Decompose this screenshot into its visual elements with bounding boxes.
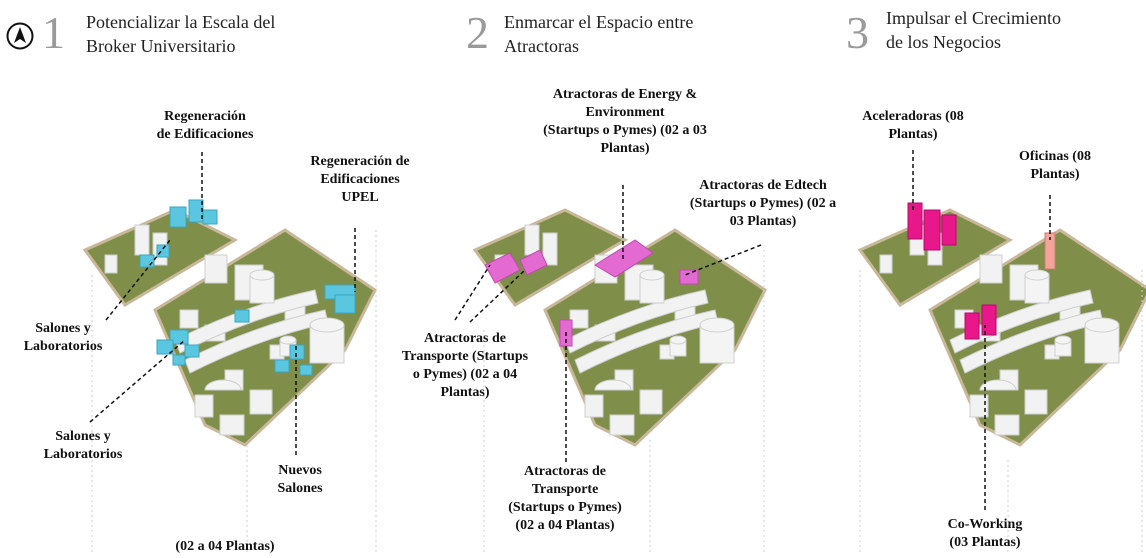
label-aceleradoras: Aceleradoras (08 Plantas) — [838, 108, 988, 144]
label-line: Laboratorios — [43, 447, 123, 462]
label-line: Salones y — [55, 429, 111, 444]
label-line: (Startups o Pymes) — [508, 500, 622, 515]
label-line: 03 Plantas) — [729, 214, 797, 229]
label-regeneracion-upel: Regeneración de Edificaciones UPEL — [285, 153, 435, 207]
label-nuevos-salones: Nuevos Salones — [255, 462, 345, 498]
panel-1-title-line: Potencializar la Escala del — [86, 12, 276, 32]
label-line: UPEL — [341, 190, 379, 205]
panel-1-number: 1 — [42, 7, 65, 58]
label-line: Transporte (Startups — [401, 349, 529, 364]
north-arrow-icon — [6, 22, 34, 50]
panel-2-title-line: Enmarcar el Espacio entre — [504, 12, 694, 32]
label-line: (03 Plantas) — [949, 535, 1021, 550]
label-line: (Startups o Pymes) (02 a — [689, 196, 837, 211]
label-salones-laboratorios-1: Salones y Laboratorios — [8, 320, 118, 356]
label-line: Plantas) — [888, 127, 938, 142]
label-line: Environment — [585, 105, 665, 120]
label-line: Transporte — [531, 482, 599, 497]
label-line: Edificaciones — [320, 172, 400, 187]
label-line: Plantas) — [440, 385, 490, 400]
label-regeneracion-edificaciones: Regeneración de Edificaciones — [130, 108, 280, 144]
label-line: Co-Working — [947, 517, 1023, 532]
label-line: Regeneración de — [310, 154, 410, 169]
label-line: (02 a 04 Plantas) — [175, 539, 275, 554]
label-line: Atractoras de Edtech — [699, 178, 827, 193]
panel-1-title-line: Broker Universitario — [86, 36, 236, 56]
label-co-working: Co-Working (03 Plantas) — [925, 516, 1045, 552]
label-line: (Startups o Pymes) (02 a 03 — [543, 123, 707, 138]
label-line: (02 a 04 Plantas) — [515, 518, 615, 533]
label-oficinas: Oficinas (08 Plantas) — [995, 148, 1115, 184]
label-line: Oficinas (08 — [1019, 149, 1091, 164]
label-line: Atractoras de — [423, 331, 507, 346]
panel-3-title-line: Impulsar el Crecimiento — [886, 8, 1061, 28]
label-line: o Pymes) (02 a 04 — [412, 367, 518, 382]
panel-3-number: 3 — [846, 7, 869, 58]
label-line: Plantas) — [1030, 167, 1080, 182]
label-line: de Edificaciones — [156, 127, 254, 142]
panel-3-title-line: de los Negocios — [886, 32, 1001, 52]
label-line: Aceleradoras (08 — [862, 109, 964, 124]
panel-2-number: 2 — [466, 7, 489, 58]
label-atractoras-transporte-1: Atractoras de Transporte (Startups o Pym… — [390, 330, 540, 402]
label-line: Regeneración — [164, 109, 246, 124]
label-salones-laboratorios-2: Salones y Laboratorios — [28, 428, 138, 464]
label-plantas-panel-1: (02 a 04 Plantas) — [150, 538, 300, 556]
label-line: Laboratorios — [23, 339, 103, 354]
label-line: Atractoras de — [523, 464, 607, 479]
label-atractoras-transporte-2: Atractoras de Transporte (Startups o Pym… — [480, 463, 650, 535]
panel-2-title: Enmarcar el Espacio entre Atractoras — [504, 10, 764, 58]
label-line: Salones y — [35, 321, 91, 336]
panel-2-title-line: Atractoras — [504, 36, 579, 56]
panel-1-title: Potencializar la Escala del Broker Unive… — [86, 10, 346, 58]
panel-3-title: Impulsar el Crecimiento de los Negocios — [886, 6, 1146, 54]
label-line: Atractoras de Energy & — [552, 87, 698, 102]
label-line: Plantas) — [600, 141, 650, 156]
label-atractoras-energy: Atractoras de Energy & Environment (Star… — [510, 86, 740, 158]
label-line: Nuevos — [278, 463, 322, 478]
label-atractoras-edtech: Atractoras de Edtech (Startups o Pymes) … — [668, 177, 858, 231]
label-line: Salones — [277, 481, 323, 496]
